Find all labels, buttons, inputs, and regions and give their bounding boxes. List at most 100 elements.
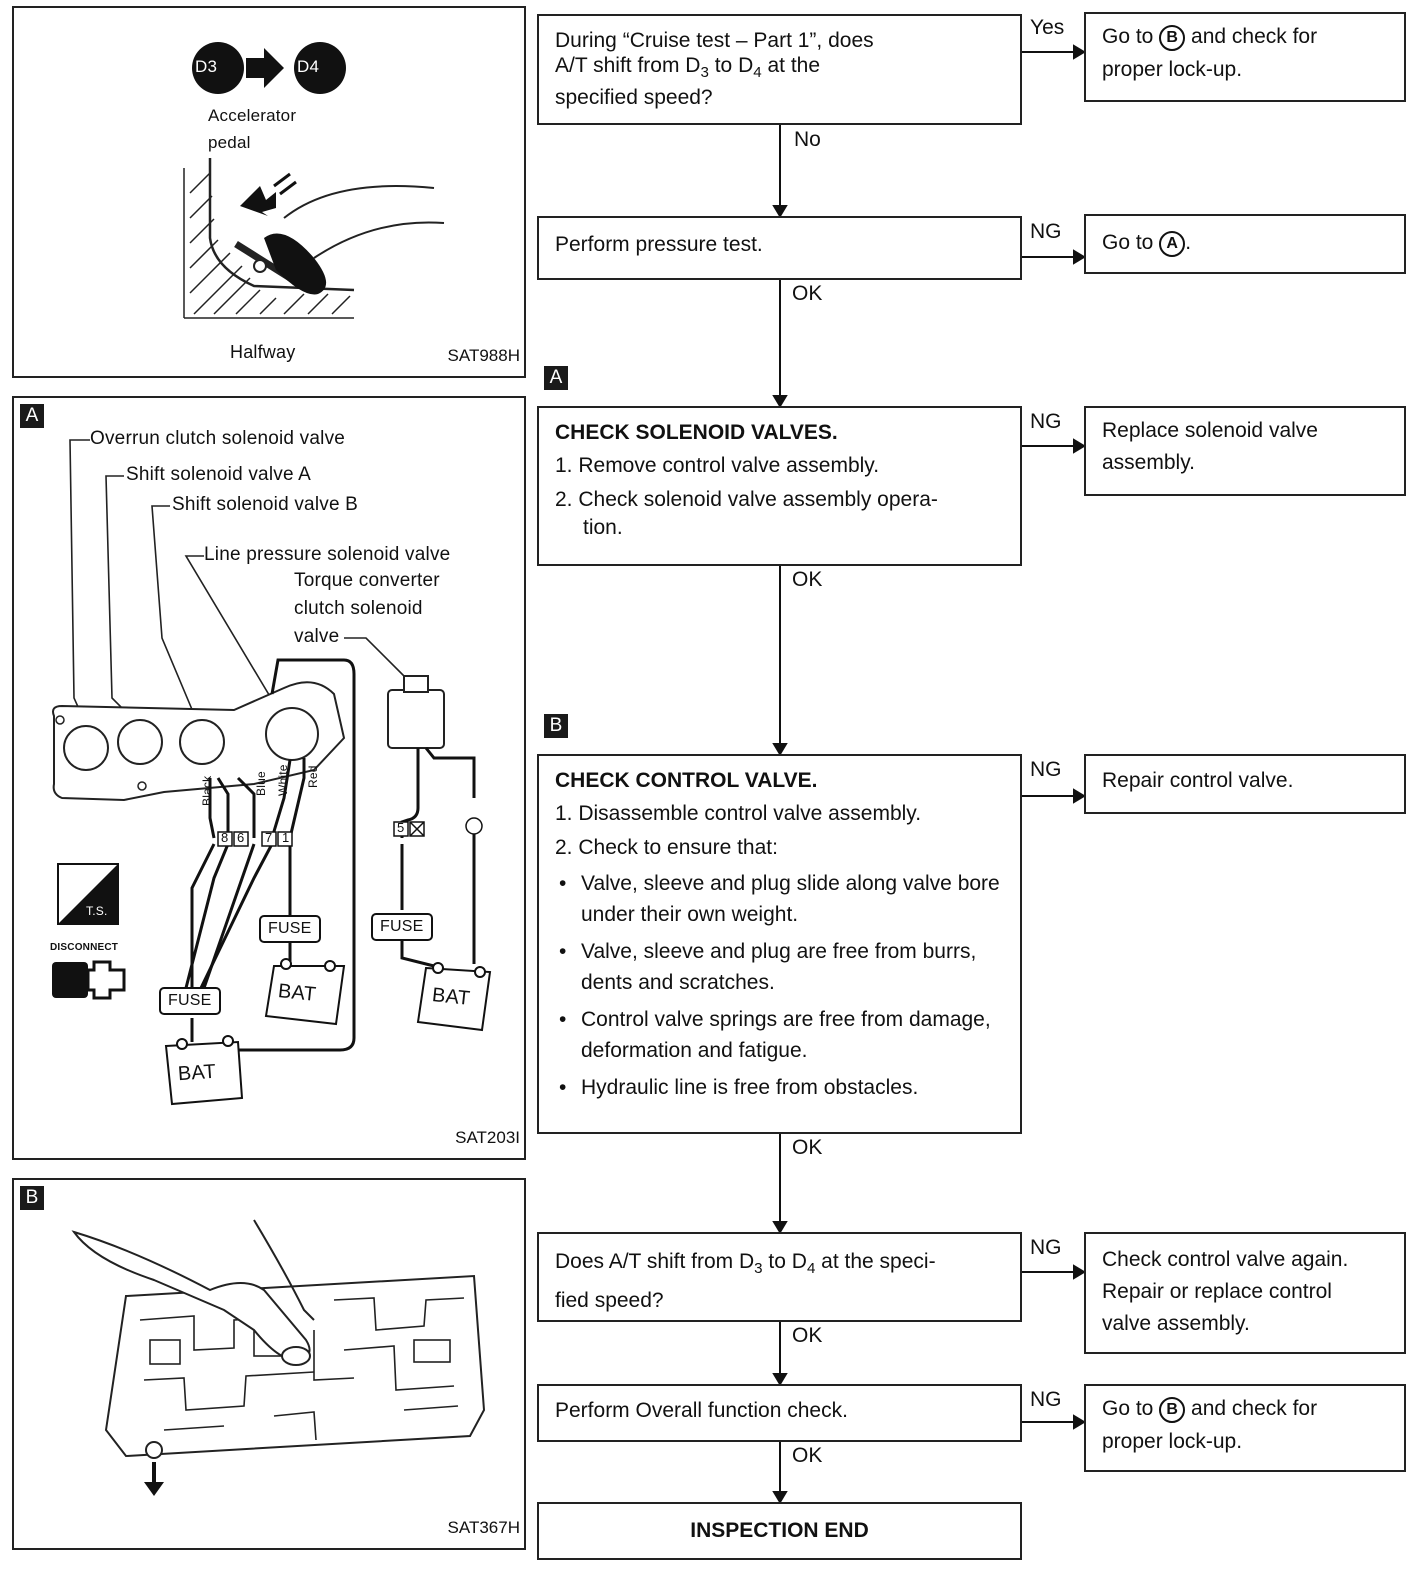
q1-box: During “Cruise test – Part 1”, does A/T … bbox=[537, 14, 1022, 125]
halfway-label: Halfway bbox=[230, 342, 296, 362]
battery-2-label: BAT bbox=[277, 980, 318, 1006]
ref-b-icon[interactable]: B bbox=[1159, 1397, 1186, 1423]
overrun-solenoid-icon bbox=[63, 725, 109, 771]
inspection-end-box: INSPECTION END bbox=[537, 1502, 1022, 1560]
battery-1-label: BAT bbox=[177, 1060, 217, 1086]
fuse-2-icon bbox=[259, 915, 321, 943]
q2-box: Does A/T shift from D3 to D4 at the spec… bbox=[537, 1232, 1022, 1322]
solenoid-ok-label: OK bbox=[792, 568, 823, 591]
q1-yes-label: Yes bbox=[1030, 16, 1065, 39]
arrow-down-icon bbox=[144, 1482, 164, 1496]
terminal-7: 7 bbox=[265, 830, 273, 845]
wire-red-label: Red bbox=[306, 765, 320, 788]
solenoid-ng-label: NG bbox=[1030, 410, 1062, 433]
overall-ok-label: OK bbox=[792, 1444, 823, 1467]
wiring-diagram bbox=[52, 439, 492, 1106]
terminal-8: 8 bbox=[221, 830, 229, 845]
ref-a-icon[interactable]: A bbox=[1159, 231, 1186, 257]
wire-black-label: Black bbox=[200, 775, 214, 806]
figure-code: SAT367H bbox=[447, 1518, 520, 1537]
overall-check-box: Perform Overall function check. bbox=[537, 1384, 1022, 1442]
control-step1: 1. Disassemble control valve assembly. bbox=[555, 802, 922, 825]
ref-b-icon[interactable]: B bbox=[1159, 25, 1186, 51]
control-ok-label: OK bbox=[792, 1136, 823, 1159]
battery-2-icon bbox=[264, 965, 346, 1026]
shift-b-solenoid-icon bbox=[179, 719, 225, 765]
pressure-text: Perform pressure test. bbox=[555, 233, 763, 256]
repair-control-valve: Repair control valve. bbox=[1102, 769, 1294, 792]
wire-white-label: White bbox=[276, 764, 290, 796]
q2-c: at the speci- bbox=[815, 1250, 936, 1273]
fuse-3-icon bbox=[371, 913, 433, 941]
disconnect-label: DISCONNECT bbox=[50, 942, 119, 953]
check-solenoid-box: CHECK SOLENOID VALVES. 1. Remove control… bbox=[537, 406, 1022, 566]
battery-3-label: BAT bbox=[431, 984, 472, 1010]
fuse-1-label: FUSE bbox=[168, 992, 212, 1009]
d3-icon bbox=[192, 42, 244, 94]
tag-a: A bbox=[20, 404, 44, 428]
pedal-illustration bbox=[183, 42, 445, 319]
control-ng-label: NG bbox=[1030, 758, 1062, 781]
solenoid-step2a: 2. Check solenoid valve assembly opera- bbox=[555, 488, 938, 511]
label-shift-b: Shift solenoid valve B bbox=[172, 494, 359, 515]
fuse-1-icon bbox=[159, 987, 221, 1015]
figure-accelerator-pedal: D D3 D4 Accelerator pedal Halfway SAT988… bbox=[12, 6, 526, 378]
overall-text: Perform Overall function check. bbox=[555, 1399, 848, 1422]
press-arrow-icon bbox=[240, 186, 276, 216]
pressure-test-box: Perform pressure test. bbox=[537, 216, 1022, 280]
yes-goto-post: and check for bbox=[1185, 25, 1318, 48]
pressure-goto-pre: Go to bbox=[1102, 231, 1160, 254]
control-bullet-3: Control valve springs are free from dama… bbox=[581, 1004, 1004, 1066]
flow-tag-a: A bbox=[544, 366, 568, 390]
terminal-5: 5 bbox=[397, 820, 405, 835]
shoe-shape bbox=[264, 233, 327, 295]
figure-code: SAT203I bbox=[455, 1128, 520, 1147]
q1-no-label: No bbox=[794, 128, 821, 151]
d4-text: D4 bbox=[297, 57, 320, 76]
q1-line3: specified speed? bbox=[555, 86, 713, 110]
solenoid-title: CHECK SOLENOID VALVES. bbox=[555, 421, 838, 444]
pressure-goto-post: . bbox=[1185, 231, 1192, 254]
q2-line1: Does A/T shift from D3 to D4 at the spec… bbox=[555, 1246, 1004, 1285]
pressure-ok-label: OK bbox=[792, 282, 823, 305]
label-line-pressure: Line pressure solenoid valve bbox=[204, 544, 451, 565]
q1-yes-result: Go to B and check for proper lock-up. bbox=[1084, 12, 1406, 102]
figure-control-valve: B SAT367H bbox=[12, 1178, 526, 1550]
q2-sub3: 3 bbox=[754, 1260, 763, 1278]
tag-b: B bbox=[20, 1186, 44, 1210]
solenoid-step2: 2. Check solenoid valve assembly opera-t… bbox=[555, 486, 1004, 542]
yes-goto-line2: proper lock-up. bbox=[1102, 58, 1243, 81]
q2-b: to D bbox=[762, 1250, 807, 1273]
shift-a-solenoid-icon bbox=[117, 719, 163, 765]
fuse-3-label: FUSE bbox=[380, 918, 424, 935]
battery-1-icon bbox=[164, 1040, 244, 1106]
pressure-ng-label: NG bbox=[1030, 220, 1062, 243]
ts-label: T.S. bbox=[86, 904, 108, 918]
control-title: CHECK CONTROL VALVE. bbox=[555, 769, 818, 792]
control-valve-illustration bbox=[71, 1219, 486, 1496]
q2-line2: fied speed? bbox=[555, 1289, 664, 1313]
fuse-2-label: FUSE bbox=[268, 920, 312, 937]
accelerator-label: Accelerator bbox=[208, 106, 297, 125]
figure-solenoid-wiring: A bbox=[12, 396, 526, 1160]
check-control-valve-box: CHECK CONTROL VALVE. 1. Disassemble cont… bbox=[537, 754, 1022, 1134]
q1-line2a: A/T shift from D bbox=[555, 54, 701, 77]
label-valve: valve bbox=[294, 626, 340, 647]
q2-ok-label: OK bbox=[792, 1324, 823, 1347]
hand-shape bbox=[71, 1230, 311, 1362]
q1-sub3: 3 bbox=[700, 64, 709, 82]
solenoid-step2b: tion. bbox=[583, 516, 623, 539]
q2-sub4: 4 bbox=[806, 1260, 816, 1278]
torque-converter-solenoid-icon bbox=[387, 689, 445, 749]
solenoid-step1: 1. Remove control valve assembly. bbox=[555, 454, 880, 477]
figure-code: SAT988H bbox=[447, 346, 520, 365]
label-overrun-clutch: Overrun clutch solenoid valve bbox=[90, 428, 346, 449]
check-again-line1: Check control valve again. bbox=[1102, 1248, 1349, 1271]
q1-line1: During “Cruise test – Part 1”, does bbox=[555, 29, 874, 52]
line-pressure-solenoid-icon bbox=[265, 707, 319, 761]
control-bullet-2: Valve, sleeve and plug are free from bur… bbox=[581, 936, 1004, 998]
valve-plate bbox=[104, 1274, 486, 1458]
q2-ng-label: NG bbox=[1030, 1236, 1062, 1259]
q1-line2c: at the bbox=[761, 54, 821, 77]
control-step2: 2. Check to ensure that: bbox=[555, 836, 778, 859]
